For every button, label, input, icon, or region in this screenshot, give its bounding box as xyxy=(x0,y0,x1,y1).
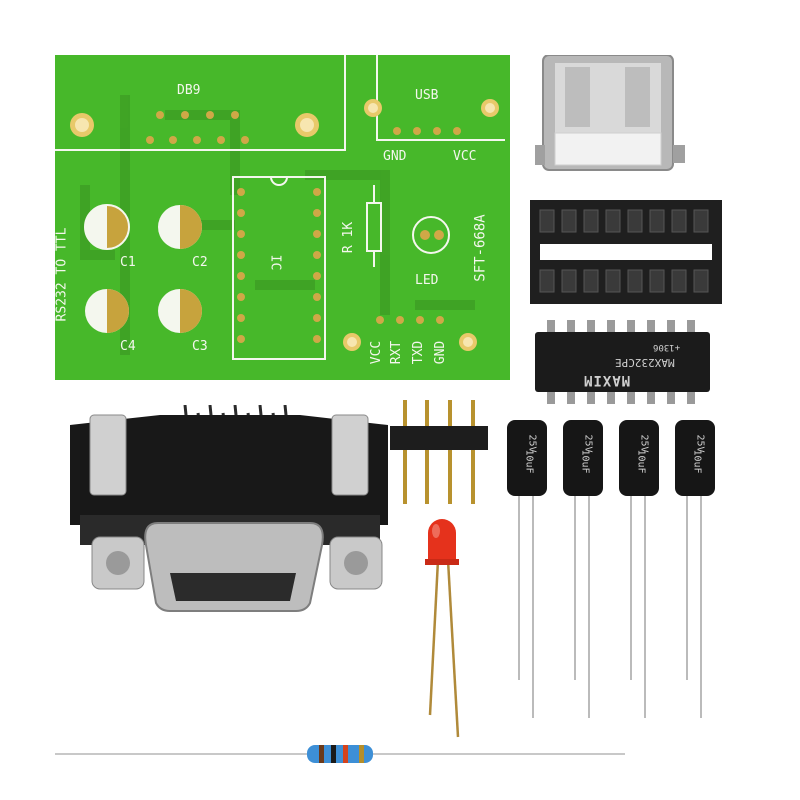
cap1-capacitance: 10uF xyxy=(523,449,535,474)
vcc-top-label: VCC xyxy=(453,149,477,164)
pin-txd-label: TXD xyxy=(411,340,427,365)
capacitor-2: 25V 10uF xyxy=(561,420,605,720)
pin-header xyxy=(390,400,490,510)
max232-chip: MAXIM MAX232CPE +1306 xyxy=(535,320,710,405)
chip-part-text: MAX232CPE xyxy=(615,356,675,369)
cap3-capacitance: 10uF xyxy=(635,449,647,474)
r1k-label: R 1K xyxy=(341,221,357,254)
pin-gnd-label: GND xyxy=(433,340,449,365)
ic-socket xyxy=(530,200,722,304)
gnd-top-label: GND xyxy=(383,149,407,164)
c4-label: C4 xyxy=(120,339,136,354)
pin-vcc-label: VCC xyxy=(369,340,385,365)
pcb-board-art xyxy=(55,55,510,380)
usb-label: USB xyxy=(415,88,439,103)
ic-label: IC xyxy=(267,254,283,271)
chip-brand-text: MAXIM xyxy=(583,372,631,388)
red-led xyxy=(420,515,470,740)
capacitor-1: 25V 10uF xyxy=(505,420,549,720)
cap-footprints xyxy=(84,204,202,333)
mounting-holes xyxy=(70,99,499,351)
resistor xyxy=(55,740,625,768)
chip-code-text: +1306 xyxy=(653,342,681,352)
capacitor-3: 25V 10uF xyxy=(617,420,661,720)
model-label: SFT-668A xyxy=(472,214,489,282)
pcb-board: DB9 USB GND VCC RS232 TO TTL C1 C2 C3 C4… xyxy=(54,55,510,380)
db9-label: DB9 xyxy=(177,83,201,98)
pin-rxt-label: RXT xyxy=(389,340,405,365)
c2-label: C2 xyxy=(192,255,208,270)
led-label: LED xyxy=(415,273,439,288)
rs232-label: RS232 TO TTL xyxy=(54,227,70,322)
cap2-capacitance: 10uF xyxy=(579,449,591,474)
cap4-capacitance: 10uF xyxy=(691,449,703,474)
capacitor-4: 25V 10uF xyxy=(673,420,717,720)
c1-label: C1 xyxy=(120,255,136,270)
c3-label: C3 xyxy=(192,339,208,354)
usb-connector xyxy=(535,54,690,185)
db9-connector xyxy=(70,404,388,615)
